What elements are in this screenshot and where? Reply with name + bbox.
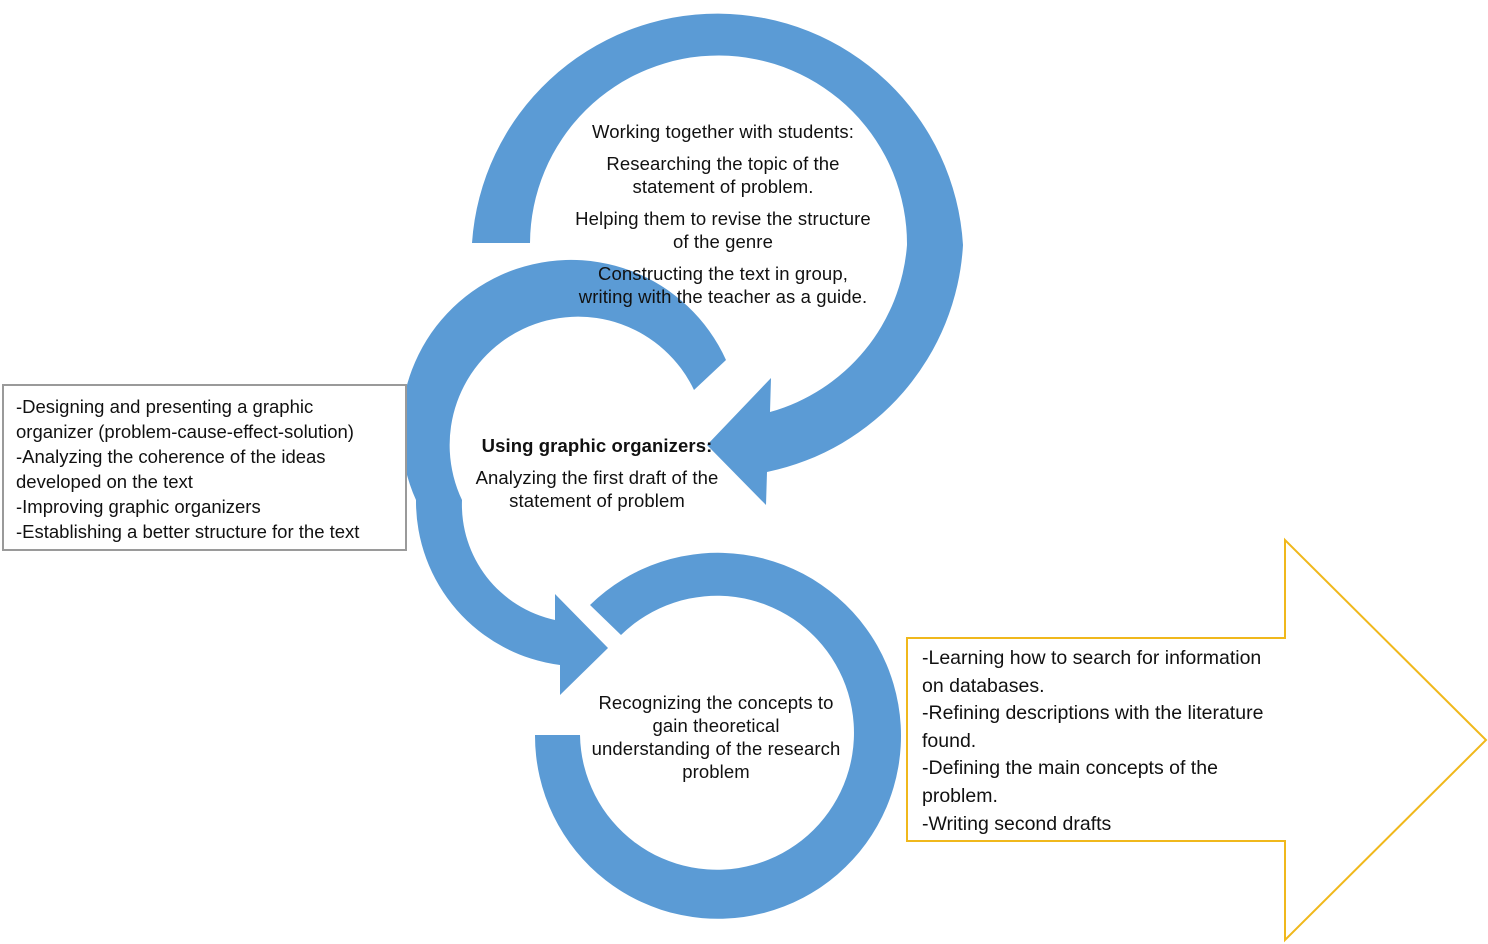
box-line: -Improving graphic organizers xyxy=(16,496,261,517)
circular-arrow-1 xyxy=(472,13,963,505)
cycle3-line: understanding of the research xyxy=(591,738,841,759)
arrow-line: -Writing second drafts xyxy=(922,812,1112,835)
cycle1-line: writing with the teacher as a guide. xyxy=(578,286,868,307)
arrow-line: problem. xyxy=(922,784,998,807)
cycle3-line: Recognizing the concepts to xyxy=(598,692,834,713)
block-arrow-text: -Learning how to search for information … xyxy=(922,645,1312,838)
graphic-organizer-activities-box: -Designing and presenting a graphic orga… xyxy=(2,384,407,551)
cycle3-text: Recognizing the concepts to gain theoret… xyxy=(576,691,856,783)
box-line: -Establishing a better structure for the… xyxy=(16,521,360,542)
cycle1-line: Researching the topic of the xyxy=(606,153,840,174)
box-line: -Analyzing the coherence of the ideas xyxy=(16,446,326,467)
arrow-line: -Defining the main concepts of the xyxy=(922,757,1218,780)
arrow-line: -Refining descriptions with the literatu… xyxy=(922,702,1264,725)
cycle1-line: of the genre xyxy=(673,231,773,252)
cycle2-title: Using graphic organizers: xyxy=(481,435,713,456)
cycle1-line: Helping them to revise the structure xyxy=(575,208,871,229)
cycle1-text: Working together with students: Research… xyxy=(560,120,886,308)
arrow-line: -Learning how to search for information xyxy=(922,647,1262,669)
cycle2-line: statement of problem xyxy=(509,490,685,511)
circular-arrow-2 xyxy=(400,259,726,695)
cycle1-line: Constructing the text in group, xyxy=(598,263,848,284)
cycle3-line: problem xyxy=(682,761,750,782)
box-line: -Designing and presenting a graphic xyxy=(16,396,314,417)
arrow-line: on databases. xyxy=(922,674,1045,697)
cycle1-line: statement of problem. xyxy=(632,176,814,197)
block-arrow xyxy=(906,537,1488,943)
cycle2-line: Analyzing the first draft of the xyxy=(475,467,719,488)
cycle3-line: gain theoretical xyxy=(652,715,780,736)
arrow-line: found. xyxy=(922,729,977,752)
cycle1-title: Working together with students: xyxy=(592,121,854,142)
box-line: developed on the text xyxy=(16,471,193,492)
box-line: organizer (problem-cause-effect-solution… xyxy=(16,421,354,442)
cycle2-text: Using graphic organizers: Analyzing the … xyxy=(452,434,742,512)
